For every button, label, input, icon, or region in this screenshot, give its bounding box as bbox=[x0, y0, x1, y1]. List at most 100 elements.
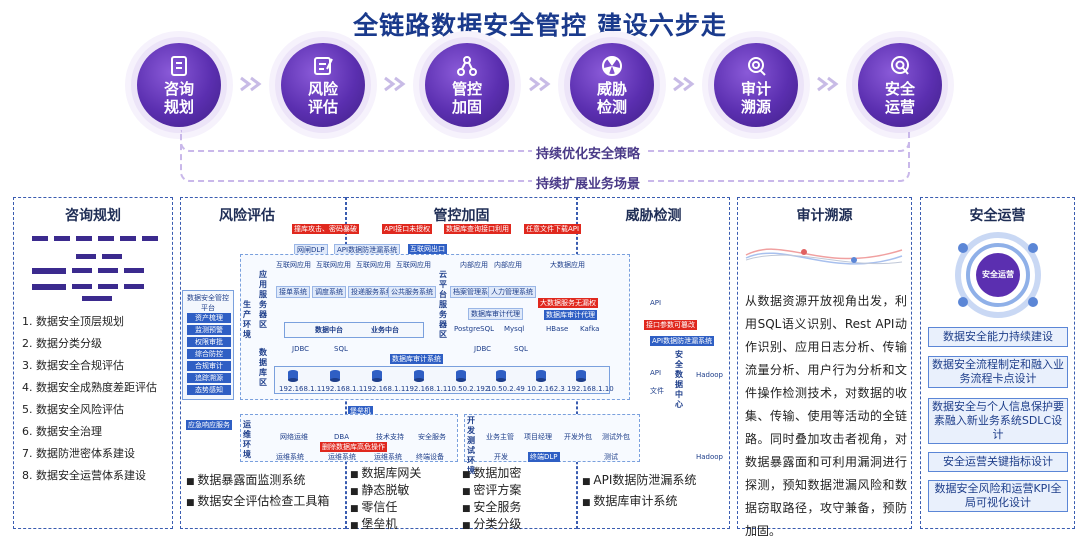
protocol-label: API bbox=[650, 299, 662, 307]
loop-inner-label: 持续优化安全策略 bbox=[532, 143, 645, 162]
step-risk[interactable]: 风险评估 bbox=[281, 43, 365, 127]
database-icon bbox=[456, 370, 466, 382]
consult-thumbnail bbox=[22, 228, 164, 304]
ip-label: 192.168.1.10 bbox=[567, 385, 614, 393]
ip-label: 192.168.1.1 bbox=[363, 385, 406, 393]
platform-item: 追踪溯源 bbox=[187, 373, 231, 383]
chevron-right-icon bbox=[240, 76, 262, 92]
app-system: 公共服务系统 bbox=[388, 286, 436, 298]
ip-label: 10.2.162.3 bbox=[527, 385, 565, 393]
internet-exit: 互联网出口 bbox=[408, 244, 447, 254]
protocol-label: JDBC bbox=[474, 345, 492, 353]
protocol-label: JDBC bbox=[292, 345, 310, 353]
document-icon bbox=[171, 55, 187, 76]
test-role: 测试外包 bbox=[602, 433, 630, 441]
database-icon bbox=[372, 370, 382, 382]
shield-search-icon bbox=[891, 55, 909, 75]
list-item: 分类分级 bbox=[462, 517, 521, 534]
list-item: 3. 数据安全合规评估 bbox=[22, 359, 124, 372]
zone-label: 应用服务器区 bbox=[259, 270, 267, 329]
database-icon bbox=[288, 370, 298, 382]
step-label: 风险评估 bbox=[307, 79, 338, 116]
panel-consult: 咨询规划 1. 数据安全顶层规划 2. 数据分类分级 3. 数据安全合规评估 4… bbox=[13, 197, 173, 529]
database-icon bbox=[414, 370, 424, 382]
list-item: 静态脱敏 bbox=[350, 483, 421, 500]
test-device: 开发 bbox=[494, 453, 508, 461]
data-center-label: 数据中台 bbox=[315, 326, 343, 334]
zone-label: 云平台服务器区 bbox=[439, 270, 447, 339]
list-item: 数据加密 bbox=[462, 466, 521, 483]
list-item: 安全服务 bbox=[462, 500, 521, 517]
db-name: PostgreSQL bbox=[454, 325, 494, 333]
inner-app-label: 内部应用 bbox=[460, 261, 488, 269]
app-label: 互联网应用 bbox=[356, 261, 391, 269]
list-item: 8. 数据安全运营体系建设 bbox=[22, 469, 146, 482]
step-ops[interactable]: 安全运营 bbox=[858, 43, 942, 127]
flow-lines-icon bbox=[745, 248, 903, 265]
app-system: 接单系统 bbox=[276, 286, 310, 298]
database-icon bbox=[576, 370, 586, 382]
inner-system: 人力管理系统 bbox=[488, 286, 536, 298]
step-control[interactable]: 管控加固 bbox=[425, 43, 509, 127]
platform-title: 数据安全管控平台 bbox=[187, 294, 229, 312]
step-threat[interactable]: 威胁检测 bbox=[570, 43, 654, 127]
ip-label: 192.168.1.1 bbox=[321, 385, 364, 393]
bigdata-alarm: 大数据服务无漏权 bbox=[538, 298, 598, 308]
step-consult[interactable]: 咨询规划 bbox=[137, 43, 221, 127]
app-system: 调度系统 bbox=[312, 286, 346, 298]
panel-title: 管控加固 bbox=[433, 208, 490, 224]
ops-role: 安全服务 bbox=[418, 433, 446, 441]
list-item: 1. 数据安全顶层规划 bbox=[22, 315, 124, 328]
protocol-label: SQL bbox=[334, 345, 348, 353]
control-list-a: 数据库网关 静态脱敏 零信任 堡垒机 bbox=[350, 466, 421, 534]
platform-item: 综合防控 bbox=[187, 349, 231, 359]
zone-label: 数据库区 bbox=[259, 348, 267, 387]
audit-flow-graphic bbox=[744, 230, 904, 280]
protocol-label: 文件 bbox=[650, 387, 664, 395]
api-leak-system: API数据防泄漏系统 bbox=[650, 336, 715, 346]
api-param-alert: 接口参数可篡改 bbox=[644, 320, 697, 330]
inner-app-label: 内部应用 bbox=[494, 261, 522, 269]
ops-role: DBA bbox=[334, 433, 349, 441]
list-item: 4. 数据安全成熟度差距评估 bbox=[22, 381, 157, 394]
step-label: 安全运营 bbox=[884, 79, 915, 116]
platform-item: 合规审计 bbox=[187, 361, 231, 371]
step-audit[interactable]: 审计溯源 bbox=[714, 43, 798, 127]
test-role: 开发外包 bbox=[564, 433, 592, 441]
list-item: 数据安全评估检查工具箱 bbox=[186, 492, 329, 513]
list-item: 7. 数据防泄密体系建设 bbox=[22, 447, 135, 460]
step-label: 管控加固 bbox=[451, 79, 482, 116]
list-item: 零信任 bbox=[350, 500, 421, 517]
list-item: 密评方案 bbox=[462, 483, 521, 500]
radiation-icon bbox=[602, 55, 622, 76]
ops-tag: 安全运营关键指标设计 bbox=[928, 452, 1068, 472]
list-item: 2. 数据分类分级 bbox=[22, 337, 102, 350]
database-icon bbox=[496, 370, 506, 382]
ops-environment bbox=[240, 414, 458, 462]
platform-item: 态势感知 bbox=[187, 385, 231, 395]
bastion-host: 堡垒机 bbox=[348, 406, 373, 416]
env-label: 生产环境 bbox=[243, 300, 251, 339]
panel-ops: 安全运营 安全运营 bbox=[920, 197, 1075, 529]
panel-title: 审计溯源 bbox=[796, 208, 853, 224]
ops-diagram: 安全运营 bbox=[927, 228, 1069, 322]
db-audit-proxy: 数据库审计代理 bbox=[468, 308, 523, 320]
database-icon bbox=[330, 370, 340, 382]
control-list-b: 数据加密 密评方案 安全服务 分类分级 bbox=[462, 466, 521, 534]
ops-tag: 数据安全与个人信息保护要素融入新业务系统SDLC设计 bbox=[928, 398, 1068, 444]
list-item: 数据暴露面监测系统 bbox=[186, 471, 329, 492]
biz-center-label: 业务中台 bbox=[371, 326, 399, 334]
ops-ring-icon bbox=[955, 232, 1041, 318]
terminal-dlp: 终端DLP bbox=[528, 452, 560, 462]
app-label: 互联网应用 bbox=[316, 261, 351, 269]
consult-list: 1. 数据安全顶层规划 2. 数据分类分级 3. 数据安全合规评估 4. 数据安… bbox=[22, 311, 172, 487]
step-label: 咨询规划 bbox=[163, 79, 194, 116]
step-label: 威胁检测 bbox=[596, 79, 627, 116]
platform-item: 权限审批 bbox=[187, 337, 231, 347]
list-item: 堡垒机 bbox=[350, 517, 421, 534]
middle-platform: 数据中台 业务中台 bbox=[284, 322, 424, 338]
list-item: 数据库网关 bbox=[350, 466, 421, 483]
ip-label: 10.50.2.192 bbox=[447, 385, 490, 393]
list-item: 数据库审计系统 bbox=[582, 492, 696, 513]
chevron-right-icon bbox=[384, 76, 406, 92]
